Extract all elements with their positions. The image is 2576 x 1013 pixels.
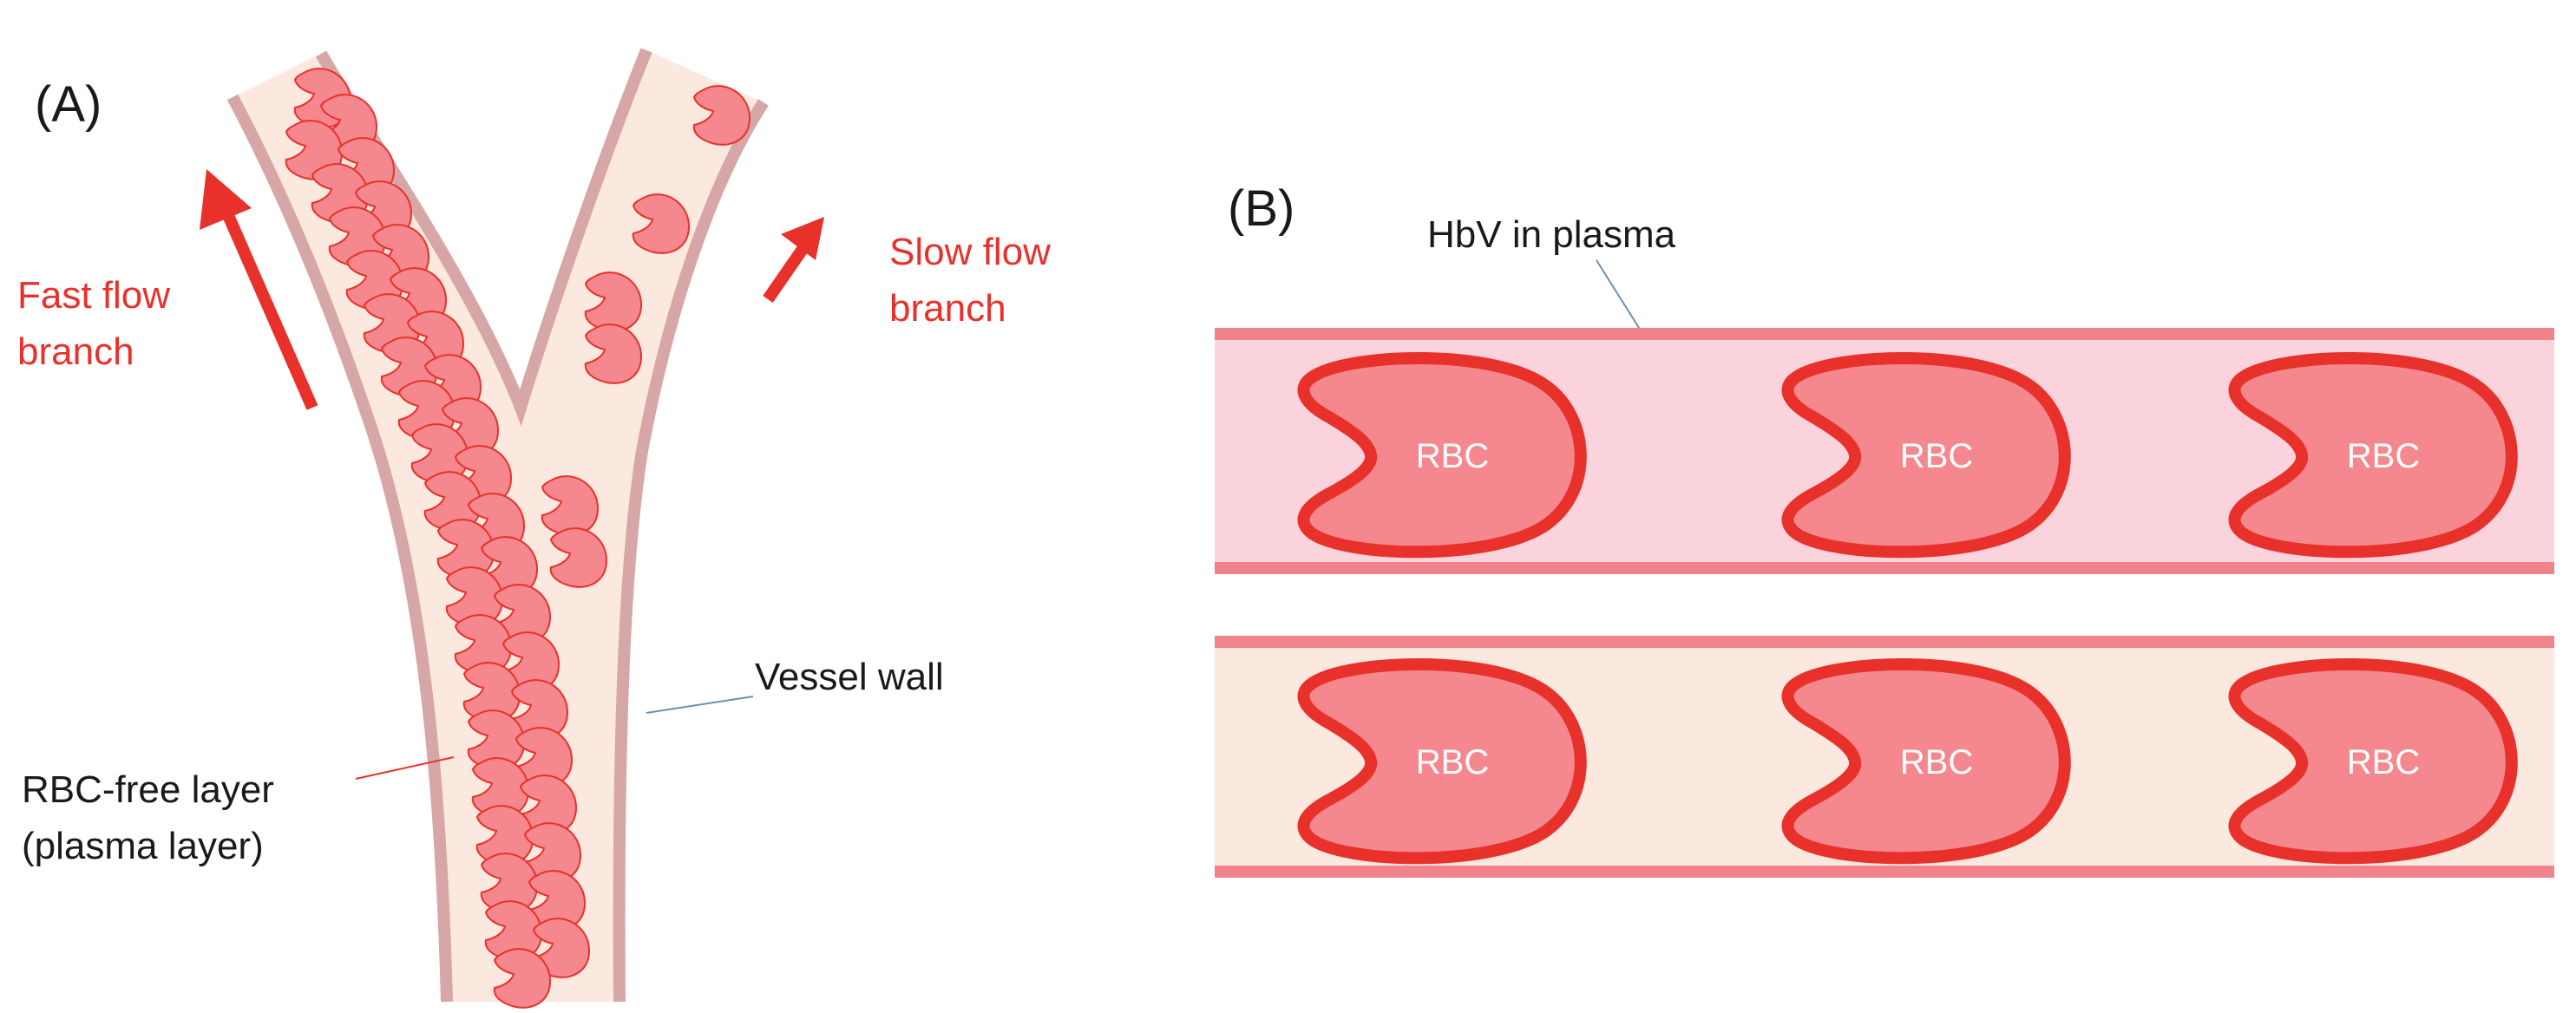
slow-flow-arrow xyxy=(763,217,824,303)
bottom-vessel-wall-bottom xyxy=(1215,866,2554,878)
rbc-top-1-label: RBC xyxy=(1416,437,1489,475)
fast-flow-label-line2: branch xyxy=(17,330,134,373)
panel-b-label: (B) xyxy=(1228,180,1295,237)
rbc-bottom-3: RBC xyxy=(2234,664,2511,858)
top-vessel-wall-bottom xyxy=(1215,562,2554,574)
rbc-top-3-label: RBC xyxy=(2347,437,2420,475)
rbc-top-2: RBC xyxy=(1787,358,2064,552)
panel-b: (B) HbV in plasma RBC RBC RBC RBC xyxy=(1215,180,2554,878)
hbv-label: HbV in plasma xyxy=(1427,213,1676,256)
vessel-wall-leader xyxy=(646,696,754,714)
rbc-bottom-2: RBC xyxy=(1787,664,2064,858)
rbc-top-3: RBC xyxy=(2234,358,2511,552)
slow-flow-label-line2: branch xyxy=(889,287,1006,330)
slow-flow-label-line1: Slow flow xyxy=(889,231,1051,273)
panel-a: (A) xyxy=(17,48,1051,1009)
rbc-free-label-line1: RBC-free layer xyxy=(22,768,274,811)
rbc-free-label-line2: (plasma layer) xyxy=(22,825,264,867)
panel-a-label: (A) xyxy=(35,76,102,133)
vessel-wall-label: Vessel wall xyxy=(755,656,944,698)
fast-flow-label-line1: Fast flow xyxy=(17,274,170,317)
rbc-free-leader xyxy=(355,756,455,780)
rbc-top-1: RBC xyxy=(1303,358,1580,552)
top-vessel-wall-top xyxy=(1215,328,2554,340)
rbc-bottom-2-label: RBC xyxy=(1900,743,1973,781)
vessel-a-outer-wall-right xyxy=(613,99,769,1003)
vessel-a-outer-wall-left xyxy=(226,94,453,1003)
fast-flow-arrow xyxy=(200,169,318,410)
rbc-top-2-label: RBC xyxy=(1900,437,1973,475)
bottom-vessel-wall-top xyxy=(1215,636,2554,648)
rbc-bottom-1-label: RBC xyxy=(1416,743,1489,781)
rbc-bottom-1: RBC xyxy=(1303,664,1580,858)
rbc-bottom-3-label: RBC xyxy=(2347,743,2420,781)
